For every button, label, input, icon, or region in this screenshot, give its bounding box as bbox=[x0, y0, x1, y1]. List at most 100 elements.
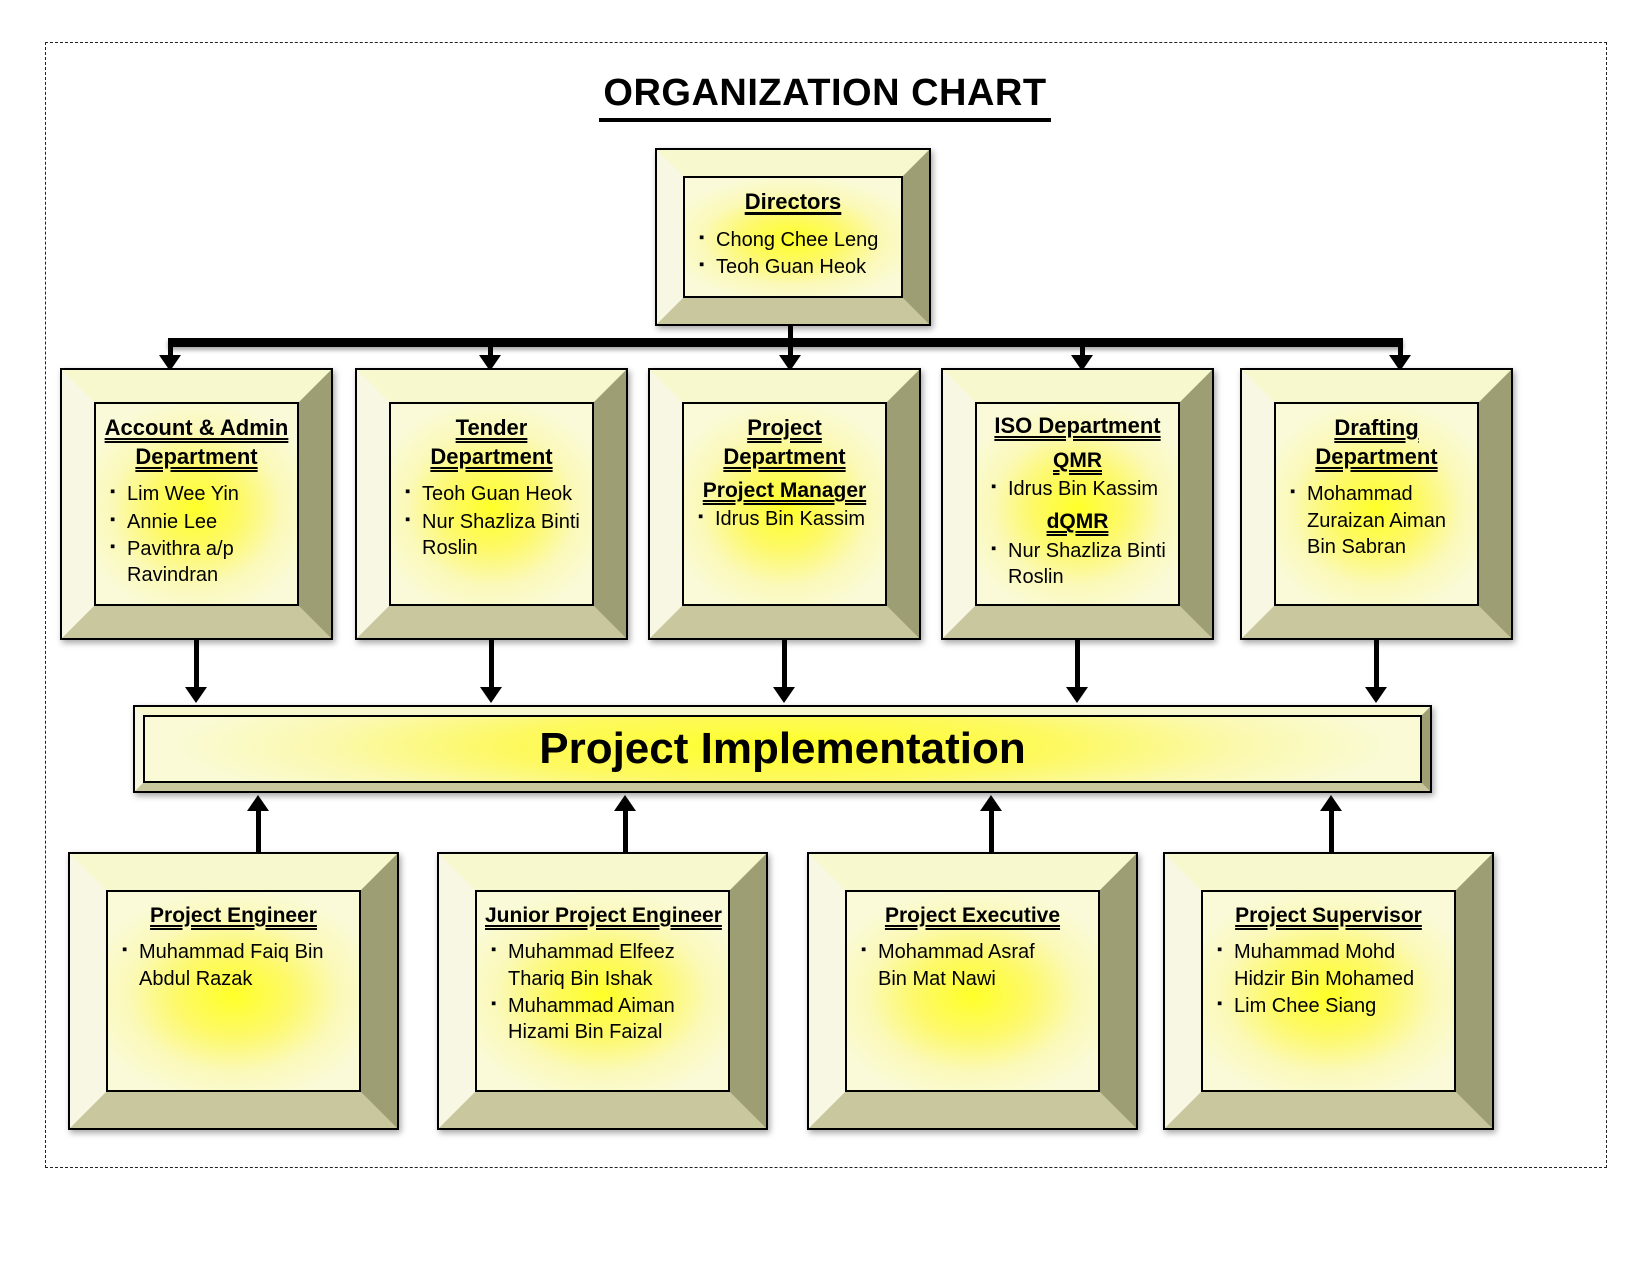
box-subheading: QMR bbox=[1053, 448, 1102, 472]
box-panel: Project Engineer Muhammad Faiq Bin Abdul… bbox=[106, 890, 361, 1092]
box-project-department: Project Department Project Manager Idrus… bbox=[648, 368, 921, 640]
member-list: Mohammad Asraf Bin Mat Nawi bbox=[855, 939, 1061, 992]
box-heading: Tender Department bbox=[430, 415, 553, 469]
arrow-down-icon bbox=[779, 355, 801, 371]
arrow-down-icon bbox=[1066, 687, 1088, 703]
arrow-down-icon bbox=[185, 687, 207, 703]
box-panel: Project Supervisor Muhammad Mohd Hidzir … bbox=[1201, 890, 1456, 1092]
member-item: Annie Lee bbox=[110, 509, 289, 535]
member-item: Teoh Guan Heok bbox=[405, 481, 584, 507]
box-frame: Project Supervisor Muhammad Mohd Hidzir … bbox=[1165, 854, 1492, 1128]
member-name: Teoh Guan Heok bbox=[716, 255, 867, 278]
arrow-up-line bbox=[256, 809, 261, 852]
member-item: Mohammad Zuraizan Aiman Bin Sabran bbox=[1290, 481, 1465, 560]
box-tender-department: Tender Department Teoh Guan HeokNur Shaz… bbox=[355, 368, 628, 640]
member-name: Lim Chee Siang bbox=[1234, 995, 1377, 1018]
arrow-down-line bbox=[782, 640, 787, 689]
arrow-up-line bbox=[1329, 809, 1334, 852]
arrow-down-line bbox=[488, 347, 493, 357]
box-frame: Project Department Project Manager Idrus… bbox=[650, 370, 919, 638]
member-item: Muhammad Faiq Bin Abdul Razak bbox=[122, 939, 351, 992]
project-implementation-label: Project Implementation bbox=[539, 724, 1026, 773]
member-list: Muhammad Elfeez Thariq Bin IshakMuhammad… bbox=[485, 939, 681, 1046]
arrow-down-icon bbox=[1071, 355, 1093, 371]
member-name: Chong Chee Leng bbox=[716, 228, 879, 251]
box-junior-project-engineer: Junior Project Engineer Muhammad Elfeez … bbox=[437, 852, 768, 1130]
arrow-down-line bbox=[788, 347, 793, 357]
member-item: Teoh Guan Heok bbox=[699, 254, 893, 280]
arrow-down-icon bbox=[1389, 355, 1411, 371]
page-title: ORGANIZATION CHART bbox=[0, 72, 1650, 122]
member-item: Lim Chee Siang bbox=[1217, 993, 1417, 1019]
member-name: Annie Lee bbox=[127, 510, 218, 533]
member-name: Mohammad Asraf Bin Mat Nawi bbox=[878, 941, 1035, 990]
box-heading: Project Engineer bbox=[150, 904, 317, 927]
member-item: Idrus Bin Kassim bbox=[991, 476, 1170, 502]
member-item: Pavithra a/p Ravindran bbox=[110, 536, 289, 589]
arrow-down-icon bbox=[479, 355, 501, 371]
member-name: Muhammad Mohd Hidzir Bin Mohamed bbox=[1234, 941, 1415, 990]
member-name: Muhammad Aiman Hizami Bin Faizal bbox=[508, 995, 675, 1044]
box-heading: Project Department bbox=[723, 415, 846, 469]
box-panel: ISO Department QMR Idrus Bin Kassim dQMR… bbox=[975, 402, 1180, 606]
arrow-down-line bbox=[1398, 347, 1403, 357]
box-directors-frame: Directors Chong Chee LengTeoh Guan Heok bbox=[657, 150, 929, 324]
arrow-down-line bbox=[1374, 640, 1379, 689]
member-list: Nur Shazliza Binti Roslin bbox=[985, 538, 1170, 591]
member-name: Pavithra a/p Ravindran bbox=[127, 537, 234, 587]
box-frame: Account & Admin Department Lim Wee YinAn… bbox=[62, 370, 331, 638]
member-item: Idrus Bin Kassim bbox=[698, 506, 877, 532]
member-item: Muhammad Aiman Hizami Bin Faizal bbox=[491, 993, 681, 1046]
member-name: Mohammad Zuraizan Aiman Bin Sabran bbox=[1307, 483, 1446, 558]
bar-frame: Project Implementation bbox=[135, 707, 1430, 791]
box-panel: Junior Project Engineer Muhammad Elfeez … bbox=[475, 890, 730, 1092]
arrow-down-line bbox=[168, 347, 173, 357]
director-stub-line bbox=[788, 326, 793, 339]
member-name: Nur Shazliza Binti Roslin bbox=[1008, 539, 1166, 588]
box-frame: Project Executive Mohammad Asraf Bin Mat… bbox=[809, 854, 1136, 1128]
member-list: Teoh Guan HeokNur Shazliza Binti Roslin bbox=[399, 481, 584, 561]
member-name: Idrus Bin Kassim bbox=[715, 508, 866, 531]
arrow-up-icon bbox=[614, 795, 636, 811]
arrow-up-line bbox=[989, 809, 994, 852]
distributor-line bbox=[168, 338, 1403, 347]
arrow-down-line bbox=[1075, 640, 1080, 689]
member-item: Muhammad Mohd Hidzir Bin Mohamed bbox=[1217, 939, 1417, 992]
box-frame: Project Engineer Muhammad Faiq Bin Abdul… bbox=[70, 854, 397, 1128]
box-panel: Drafting Department Mohammad Zuraizan Ai… bbox=[1274, 402, 1479, 606]
member-name: Lim Wee Yin bbox=[127, 483, 239, 506]
box-frame: Drafting Department Mohammad Zuraizan Ai… bbox=[1242, 370, 1511, 638]
arrow-down-icon bbox=[159, 355, 181, 371]
member-list: Idrus Bin Kassim bbox=[985, 476, 1170, 502]
box-subheading: Project Manager bbox=[702, 479, 867, 503]
box-account-admin-department: Account & Admin Department Lim Wee YinAn… bbox=[60, 368, 333, 640]
arrow-up-icon bbox=[980, 795, 1002, 811]
box-frame: Tender Department Teoh Guan HeokNur Shaz… bbox=[357, 370, 626, 638]
member-list: Lim Wee YinAnnie LeePavithra a/p Ravindr… bbox=[104, 481, 289, 589]
member-name: Muhammad Elfeez Thariq Bin Ishak bbox=[508, 941, 675, 990]
member-item: Muhammad Elfeez Thariq Bin Ishak bbox=[491, 939, 681, 992]
member-list: Chong Chee LengTeoh Guan Heok bbox=[693, 227, 893, 281]
member-list: Muhammad Faiq Bin Abdul Razak bbox=[116, 939, 351, 992]
box-heading: Project Supervisor bbox=[1235, 904, 1422, 927]
project-implementation-bar: Project Implementation bbox=[133, 705, 1432, 793]
box-directors-panel: Directors Chong Chee LengTeoh Guan Heok bbox=[683, 176, 903, 298]
box-panel: Project Executive Mohammad Asraf Bin Mat… bbox=[845, 890, 1100, 1092]
arrow-up-line bbox=[623, 809, 628, 852]
bar-panel: Project Implementation bbox=[143, 715, 1422, 783]
box-heading: Junior Project Engineer bbox=[485, 904, 722, 927]
box-frame: ISO Department QMR Idrus Bin Kassim dQMR… bbox=[943, 370, 1212, 638]
arrow-down-line bbox=[1080, 347, 1085, 357]
box-heading: Drafting Department bbox=[1315, 415, 1438, 469]
member-item: Nur Shazliza Binti Roslin bbox=[405, 509, 584, 562]
arrow-down-icon bbox=[773, 687, 795, 703]
box-project-supervisor: Project Supervisor Muhammad Mohd Hidzir … bbox=[1163, 852, 1494, 1130]
member-item: Mohammad Asraf Bin Mat Nawi bbox=[861, 939, 1061, 992]
member-name: Muhammad Faiq Bin Abdul Razak bbox=[139, 941, 324, 990]
member-list: Muhammad Mohd Hidzir Bin MohamedLim Chee… bbox=[1211, 939, 1417, 1019]
member-item: Lim Wee Yin bbox=[110, 481, 289, 507]
member-name: Idrus Bin Kassim bbox=[1008, 477, 1159, 500]
box-panel: Account & Admin Department Lim Wee YinAn… bbox=[94, 402, 299, 606]
member-item: Chong Chee Leng bbox=[699, 227, 893, 253]
box-heading: Directors bbox=[744, 189, 842, 214]
